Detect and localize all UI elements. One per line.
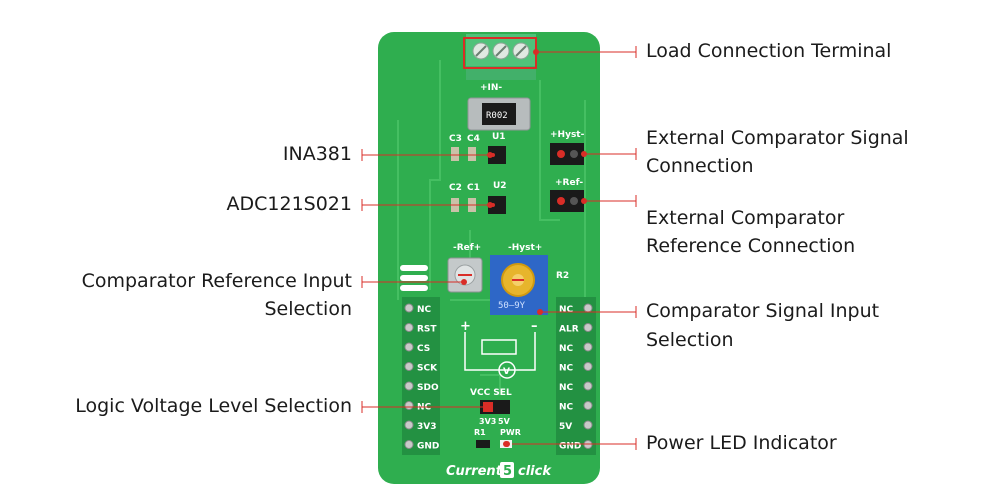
callout-dots <box>461 49 587 447</box>
right-pin-hole <box>583 381 593 391</box>
callout-comp-ref-line2: Selection <box>264 298 352 320</box>
left-pin-label: GND <box>417 442 439 452</box>
minus-sign: – <box>531 319 538 334</box>
left-pin-label: SCK <box>417 364 438 374</box>
voltmeter-symbol: V <box>503 367 510 377</box>
c1-label: C1 <box>467 183 480 193</box>
brand-logo <box>400 265 428 291</box>
callout-end-ticks <box>361 46 637 450</box>
right-pin-label: NC <box>559 344 574 354</box>
right-pin-hole <box>583 401 593 410</box>
right-pin-hole <box>583 420 593 430</box>
left-pin-hole <box>404 342 414 352</box>
ref-header-connector <box>550 190 584 212</box>
c2-label: C2 <box>449 183 462 193</box>
hyst-pot-code: 50–9Y <box>498 301 526 311</box>
c3-label: C3 <box>449 134 462 144</box>
hyst-header-label: +Hyst- <box>550 130 585 140</box>
callout-comp-signal-line2: Selection <box>646 329 734 351</box>
callout-logic-voltage: Logic Voltage Level Selection <box>75 395 352 417</box>
r1-label: R1 <box>474 428 486 437</box>
right-pin-label: NC <box>559 364 574 374</box>
right-pin-label: 5V <box>559 422 572 432</box>
board-title-number: 5 <box>503 464 512 479</box>
hyst-pot-label: -Hyst+ <box>508 243 542 253</box>
left-pin-hole <box>404 362 414 371</box>
left-pin-hole <box>404 323 414 332</box>
right-pin-hole <box>583 362 593 371</box>
pwr-label: PWR <box>500 428 521 437</box>
board-title-suffix: click <box>518 464 552 479</box>
left-pin-hole <box>404 381 414 391</box>
callout-ext-signal-line2: Connection <box>646 155 754 177</box>
right-pin-label: NC <box>559 383 574 393</box>
jumper-5v-label: 5V <box>498 417 511 426</box>
right-pin-label: NC <box>559 403 574 413</box>
left-pin-label: 3V3 <box>417 422 437 432</box>
callout-ext-signal-line1: External Comparator Signal <box>646 127 909 149</box>
circuit-silk <box>464 332 536 379</box>
c4-label: C4 <box>467 134 480 144</box>
right-pin-label: NC <box>559 305 574 315</box>
left-pin-hole <box>404 420 414 430</box>
vcc-sel-label: VCC SEL <box>470 388 512 398</box>
u2-label: U2 <box>493 181 507 191</box>
callout-power-led: Power LED Indicator <box>646 432 837 454</box>
callout-comp-signal-line1: Comparator Signal Input <box>646 300 880 322</box>
right-pin-label: ALR <box>559 325 579 335</box>
callout-comp-ref-line1: Comparator Reference Input <box>81 270 352 292</box>
left-pin-label: RST <box>417 325 437 335</box>
right-pin-label: GND <box>559 442 581 452</box>
callout-ext-ref-line1: External Comparator <box>646 207 845 229</box>
right-pin-hole <box>583 342 593 352</box>
r2-label: R2 <box>556 271 569 281</box>
right-pin-hole <box>583 303 593 313</box>
callout-adc: ADC121S021 <box>226 193 353 215</box>
board-title-prefix: Current <box>446 464 503 479</box>
ref-pot-label: -Ref+ <box>453 243 481 253</box>
adc-chip <box>488 196 506 214</box>
terminal-silk-label: +IN- <box>480 83 502 93</box>
jumper-3v3-label: 3V3 <box>479 417 496 426</box>
capacitor-c3 <box>451 147 459 161</box>
u1-label: U1 <box>492 132 506 142</box>
left-pin-label: CS <box>417 344 430 354</box>
left-pin-hole <box>404 303 414 313</box>
terminal-screws <box>472 42 530 60</box>
plus-sign: + <box>460 319 471 334</box>
shunt-label: R002 <box>486 111 508 121</box>
ina381-chip <box>488 146 506 164</box>
callout-leaders <box>362 51 636 445</box>
right-pin-hole <box>583 323 593 332</box>
left-pin-label: SDO <box>417 383 439 393</box>
callout-ina381: INA381 <box>282 143 352 165</box>
left-pin-label: NC <box>417 305 432 315</box>
resistor-r1 <box>476 440 490 448</box>
hyst-header-connector <box>550 143 584 165</box>
left-pin-hole <box>404 401 414 410</box>
callout-ext-ref-line2: Reference Connection <box>646 235 856 257</box>
callout-load-terminal: Load Connection Terminal <box>646 40 892 62</box>
left-pin-hole <box>404 440 414 449</box>
capacitor-c4 <box>468 147 476 161</box>
ref-header-label: +Ref- <box>555 178 583 188</box>
